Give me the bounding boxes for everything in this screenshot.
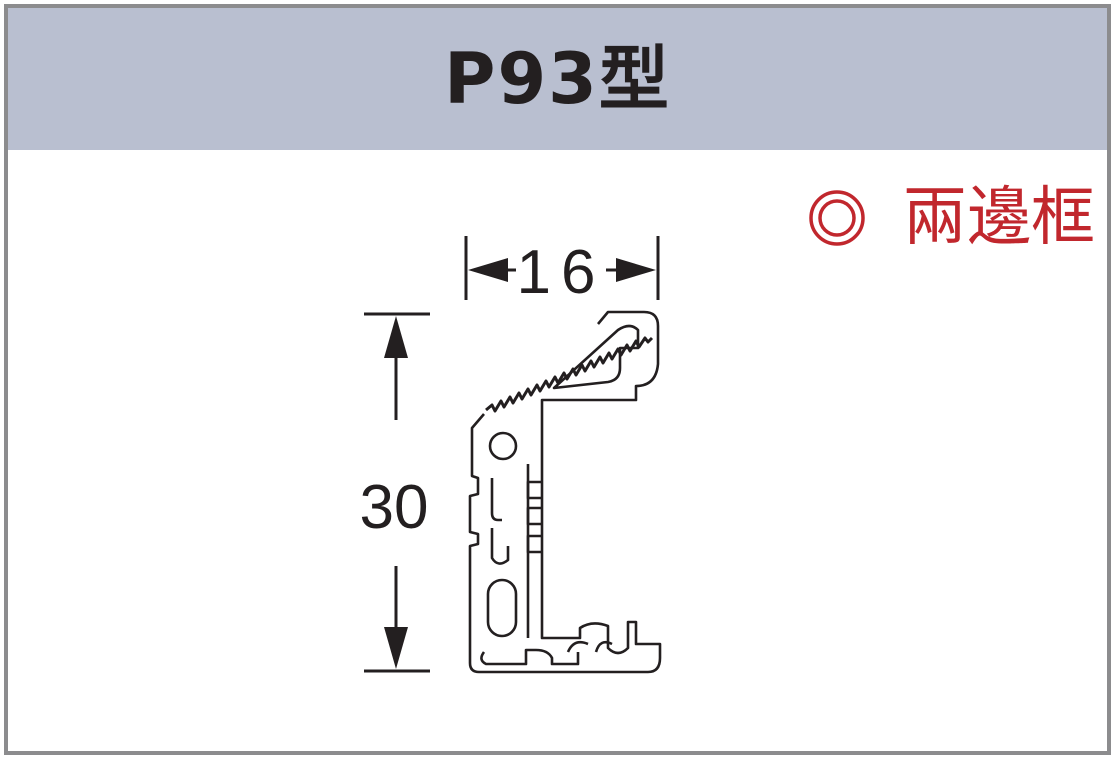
oval-slot xyxy=(486,578,518,638)
snap-groove xyxy=(490,478,510,565)
type-label: 兩邊框 xyxy=(903,181,1095,256)
base-grooves xyxy=(480,640,613,666)
profile-outline xyxy=(468,310,662,674)
upper-cavity xyxy=(552,324,640,390)
arrow-icon-down xyxy=(384,627,408,669)
title-bar: P93型 xyxy=(8,8,1107,150)
arrow-icon-up xyxy=(384,316,408,358)
double-circle-icon xyxy=(808,190,865,247)
model-title: P93型 xyxy=(444,38,671,120)
screw-port xyxy=(488,431,518,461)
width-dimension xyxy=(464,236,660,300)
arrow-icon-left xyxy=(468,258,508,282)
profile-body xyxy=(468,310,662,674)
type-tag: 兩邊框 xyxy=(807,170,1095,260)
fin-teeth xyxy=(526,480,542,554)
arrow-icon-right xyxy=(616,258,656,282)
width-dimension-label: 16 xyxy=(517,238,606,307)
profile-card: P93型 兩邊框 16 30 xyxy=(4,4,1111,755)
height-dimension xyxy=(364,312,430,673)
height-dimension-label: 30 xyxy=(360,473,429,542)
profile-drawing: 16 30 xyxy=(360,236,662,674)
